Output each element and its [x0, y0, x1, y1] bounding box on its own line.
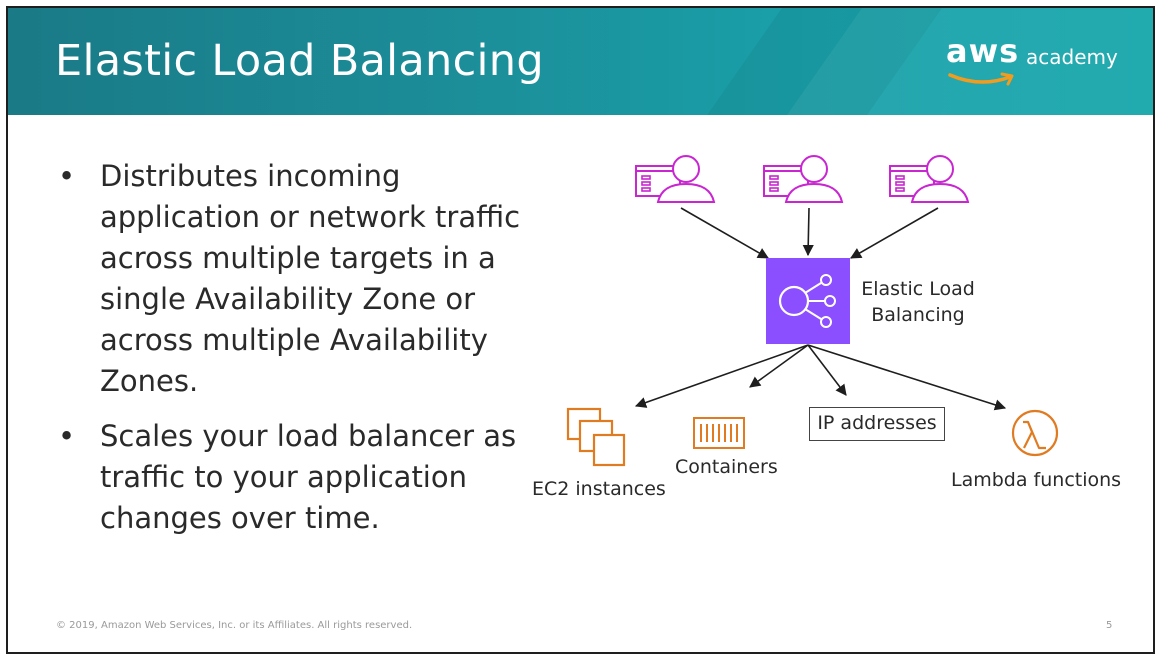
lambda-icon: [1011, 409, 1059, 457]
ec2-instances-label: EC2 instances: [532, 478, 666, 500]
bullet-item: • Scales your load balancer as traffic t…: [48, 416, 548, 539]
bullet-list: • Distributes incoming application or ne…: [48, 156, 548, 553]
elb-label-line1: Elastic Load: [861, 278, 975, 300]
bullet-item: • Distributes incoming application or ne…: [48, 156, 548, 402]
ec2-instances-icon: [566, 407, 626, 467]
elb-label-line2: Balancing: [871, 304, 965, 326]
logo-suffix: academy: [1026, 45, 1118, 69]
slide-header: Elastic Load Balancing aws academy: [8, 8, 1153, 115]
client-icon: [889, 155, 969, 203]
containers-label: Containers: [675, 456, 778, 478]
bullet-text: Distributes incoming application or netw…: [100, 159, 521, 398]
bullet-marker: •: [58, 159, 76, 193]
lambda-functions-label: Lambda functions: [951, 469, 1122, 491]
slide: Elastic Load Balancing aws academy • Dis…: [6, 6, 1155, 654]
ip-addresses-label: IP addresses: [809, 407, 945, 441]
page-number: 5: [1106, 620, 1113, 631]
elb-diagram: [566, 155, 1059, 467]
client-icon: [635, 155, 715, 203]
copyright-footer: © 2019, Amazon Web Services, Inc. or its…: [56, 620, 413, 631]
client-icon: [763, 155, 843, 203]
elastic-load-balancing-icon: [766, 258, 850, 344]
bullet-marker: •: [58, 419, 76, 453]
elb-label: Elastic Load Balancing: [858, 276, 978, 328]
containers-icon: [693, 417, 745, 449]
smile-arrow-icon: [948, 72, 1014, 86]
logo-brand: aws: [946, 32, 1020, 70]
bullet-text: Scales your load balancer as traffic to …: [100, 419, 517, 535]
slide-title: Elastic Load Balancing: [55, 36, 544, 86]
aws-academy-logo: aws academy: [946, 32, 1118, 92]
